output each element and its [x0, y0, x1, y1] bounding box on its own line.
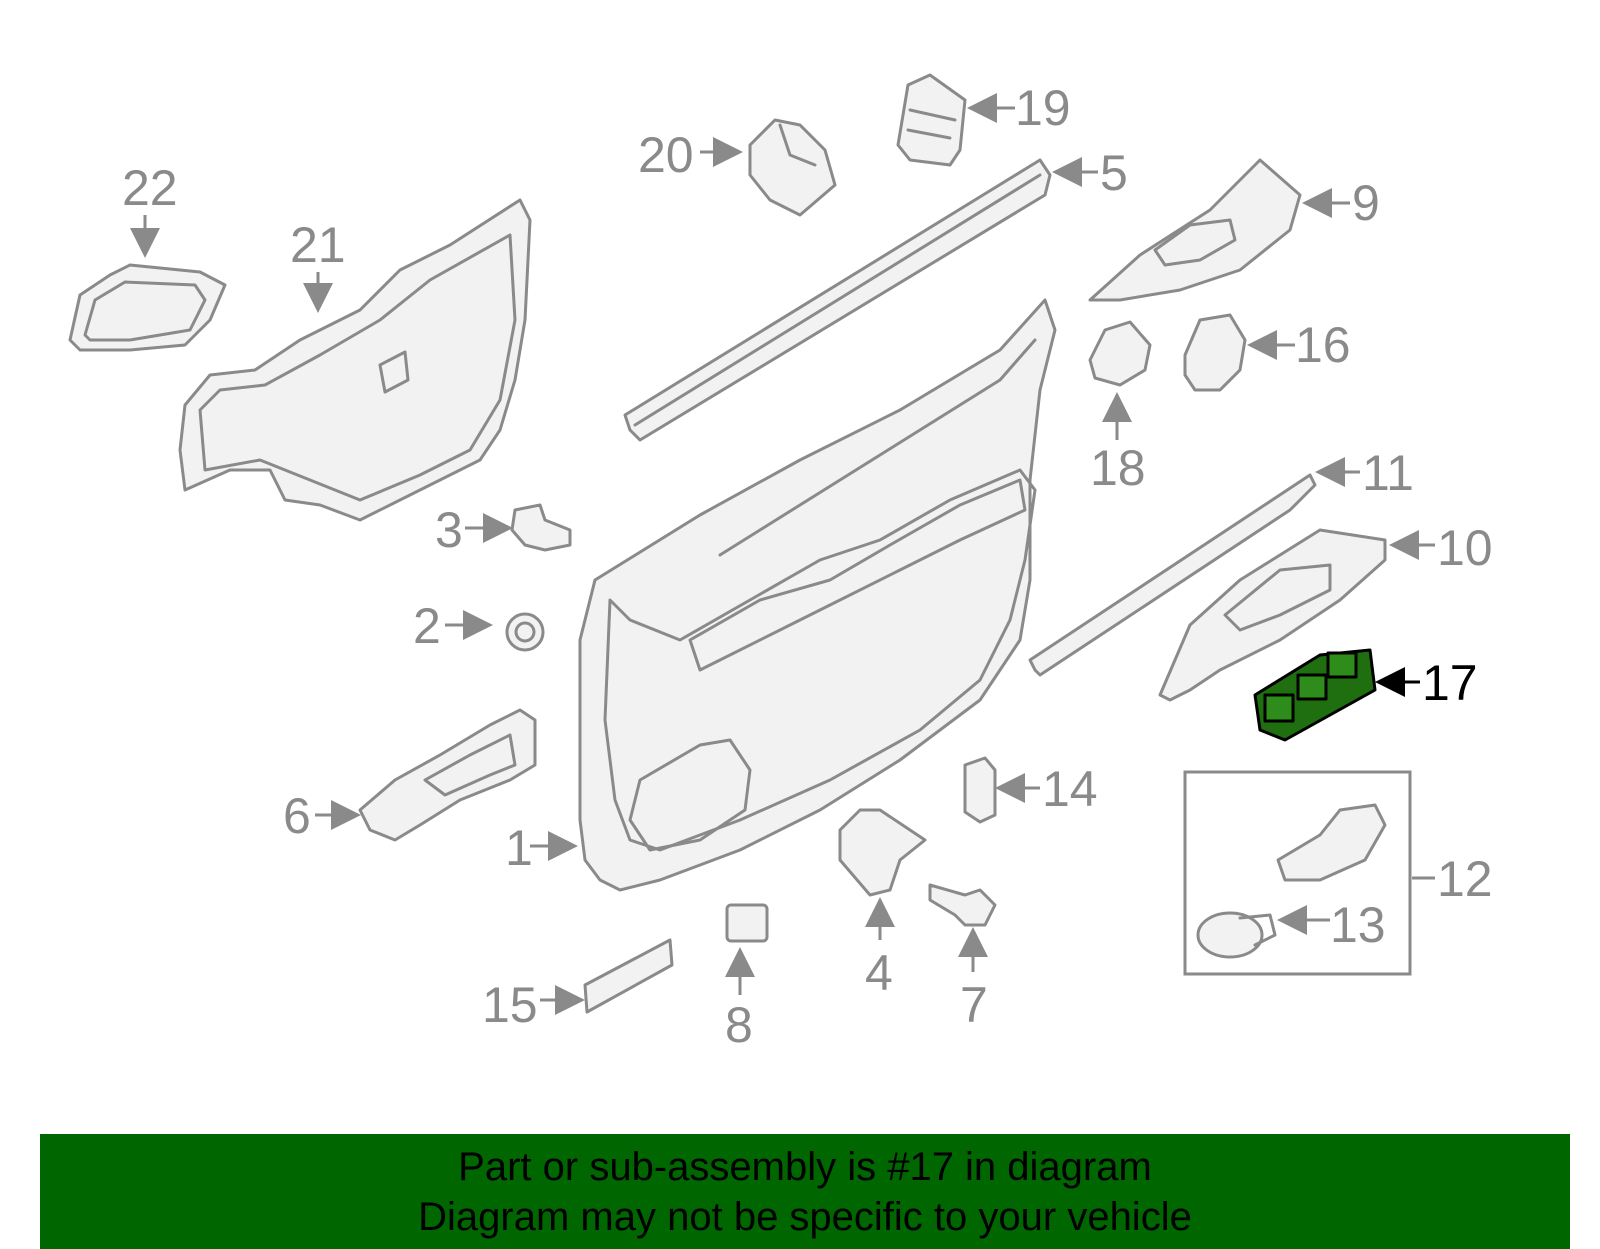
callout-7: 7: [960, 977, 988, 1033]
part-4-bracket[interactable]: [838, 808, 927, 897]
callout-11: 11: [1362, 445, 1414, 501]
callout-22: 22: [122, 160, 178, 216]
part-11-strip[interactable]: [1028, 473, 1317, 677]
part-3-push-pin[interactable]: [510, 503, 572, 552]
callout-20: 20: [638, 127, 694, 183]
part-6-pull-handle[interactable]: [358, 708, 537, 842]
part-22-bracket[interactable]: [68, 263, 227, 352]
callout-15: 15: [482, 977, 538, 1033]
callout-5: 5: [1100, 145, 1128, 201]
callout-18: 18: [1090, 440, 1146, 496]
footer-banner: Part or sub-assembly is #17 in diagram D…: [40, 1134, 1570, 1249]
callout-12: 12: [1437, 851, 1493, 907]
parts-diagram: 22 21 20 19 5 9 16 18 11 10 17 3 2 6 1 1…: [68, 73, 1493, 1053]
callout-16: 16: [1295, 317, 1351, 373]
arrows: [130, 93, 1435, 1015]
callout-10: 10: [1437, 520, 1493, 576]
callout-19: 19: [1015, 80, 1071, 136]
part-10-armrest-cover[interactable]: [1158, 528, 1387, 702]
callout-3: 3: [435, 502, 463, 558]
callout-labels: 22 21 20 19 5 9 16 18 11 10 17 3 2 6 1 1…: [122, 80, 1493, 1053]
callout-1: 1: [505, 820, 533, 876]
part-8-clip[interactable]: [725, 903, 769, 943]
callout-13: 13: [1330, 897, 1386, 953]
part-15-label[interactable]: [583, 938, 674, 1014]
callout-9: 9: [1352, 175, 1380, 231]
callout-2: 2: [413, 598, 441, 654]
part-7-screw[interactable]: [928, 883, 997, 927]
part-12-13-inset[interactable]: [1183, 770, 1412, 976]
part-19-clip[interactable]: [896, 73, 967, 167]
part-16-switch[interactable]: [1183, 313, 1247, 392]
part-2-clip[interactable]: [505, 612, 545, 652]
part-1-door-trim-panel[interactable]: [578, 298, 1057, 892]
callout-21: 21: [290, 217, 346, 273]
part-18-switch[interactable]: [1088, 320, 1152, 387]
callout-6: 6: [283, 788, 311, 844]
callout-8: 8: [725, 997, 753, 1053]
callout-17: 17: [1422, 655, 1478, 711]
part-14-clip[interactable]: [963, 756, 997, 824]
part-20-switch[interactable]: [748, 118, 837, 217]
footer-line-2: Diagram may not be specific to your vehi…: [418, 1195, 1192, 1239]
callout-4: 4: [865, 945, 893, 1001]
callout-14: 14: [1042, 761, 1098, 817]
part-17-window-switch[interactable]: [1253, 648, 1377, 742]
part-5-weatherstrip[interactable]: [623, 158, 1052, 442]
footer-line-1: Part or sub-assembly is #17 in diagram: [458, 1145, 1152, 1189]
part-21-water-shield[interactable]: [178, 198, 532, 522]
part-9-switch-panel[interactable]: [1088, 158, 1302, 302]
